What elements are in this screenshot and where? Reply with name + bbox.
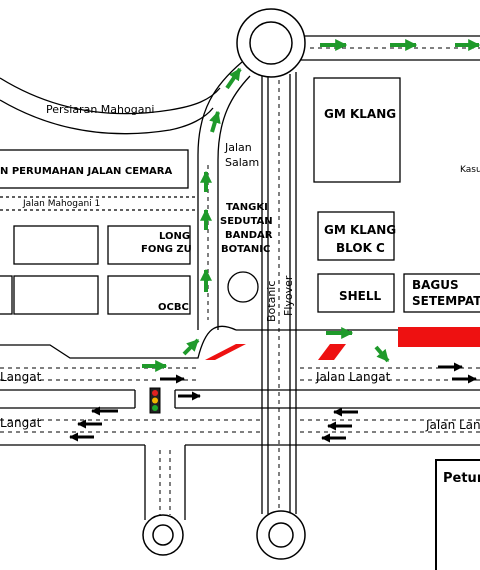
black-traffic-arrows [69, 362, 477, 505]
building-gm-klang [313, 77, 401, 183]
jalan-salam-label: Salam [225, 156, 259, 169]
building-left-3 [13, 275, 99, 315]
shell-label: SHELL [339, 289, 382, 303]
tank-circle [227, 271, 259, 303]
tangki-label: BOTANIC [221, 244, 270, 255]
jalan-langat-label: Langat [0, 370, 42, 384]
building-bagus-setempat [403, 273, 480, 313]
gm-klang-label: GM KLANG [324, 107, 396, 121]
jalan-langat-label: Jalan Langat [315, 370, 391, 384]
tangki-label: SEDUTAN [220, 216, 273, 227]
green-arrow [225, 67, 242, 90]
ocbc-label: OCBC [158, 302, 189, 313]
gm-klang-blok-c-label: GM KLANG [324, 223, 396, 237]
building-left-1 [13, 225, 99, 265]
jalan-mahogani-1-label: Jalan Mahogani 1 [22, 199, 100, 209]
persiaran-mahogani-label: Persiaran Mahogani [46, 103, 154, 116]
jalan-langat-label: Langat [0, 416, 42, 430]
jalan-salam-label: Jalan [224, 141, 252, 154]
buildings [0, 77, 480, 315]
gm-klang-blok-c-label: BLOK C [336, 241, 385, 255]
congestion-segment [398, 327, 480, 347]
botanic-flyover-label: Flyover [282, 275, 295, 316]
bagus-setempat-label: BAGUS [412, 278, 459, 292]
kasu-label: Kasu [460, 165, 480, 175]
congestion-segment [205, 344, 246, 360]
building-ocbc [107, 275, 191, 315]
jalan-salam-right-edge [217, 75, 251, 330]
persiaran-mahogani-road-bottom-edge [0, 99, 214, 135]
small-roundabout-bottom-left [142, 514, 184, 556]
green-arrow [209, 110, 221, 133]
long-fong-zu-label: FONG ZU [141, 244, 192, 255]
building-shell [317, 273, 395, 313]
traffic-light-icon [149, 387, 161, 414]
lower-roundabout [256, 510, 306, 560]
jalan-langat-edge [0, 325, 237, 359]
tangki-label: TANGKI [226, 202, 268, 213]
tangki-label: BANDAR [225, 230, 273, 241]
bagus-setempat-label: SETEMPAT [412, 294, 480, 308]
building-perumahan [0, 149, 189, 189]
building-long-fong-zu [107, 225, 191, 265]
upper-roundabout [236, 8, 306, 78]
long-fong-zu-label: LONG [159, 231, 190, 242]
legend-box [435, 459, 480, 570]
green-arrow [182, 338, 200, 356]
congestion-markers [205, 327, 480, 555]
green-arrow [374, 345, 390, 363]
building-left-2 [0, 275, 13, 315]
legend-title: Petun [443, 471, 480, 486]
building-gm-klang-blok-c [317, 211, 395, 261]
perumahan-label: N PERUMAHAN JALAN CEMARA [0, 166, 172, 177]
botanic-flyover-label: Botanic [265, 281, 278, 322]
jalan-langat-label: Jalan Lan [425, 418, 480, 432]
congestion-segment [318, 344, 346, 360]
persiaran-mahogani-road-top-edge [0, 77, 221, 115]
